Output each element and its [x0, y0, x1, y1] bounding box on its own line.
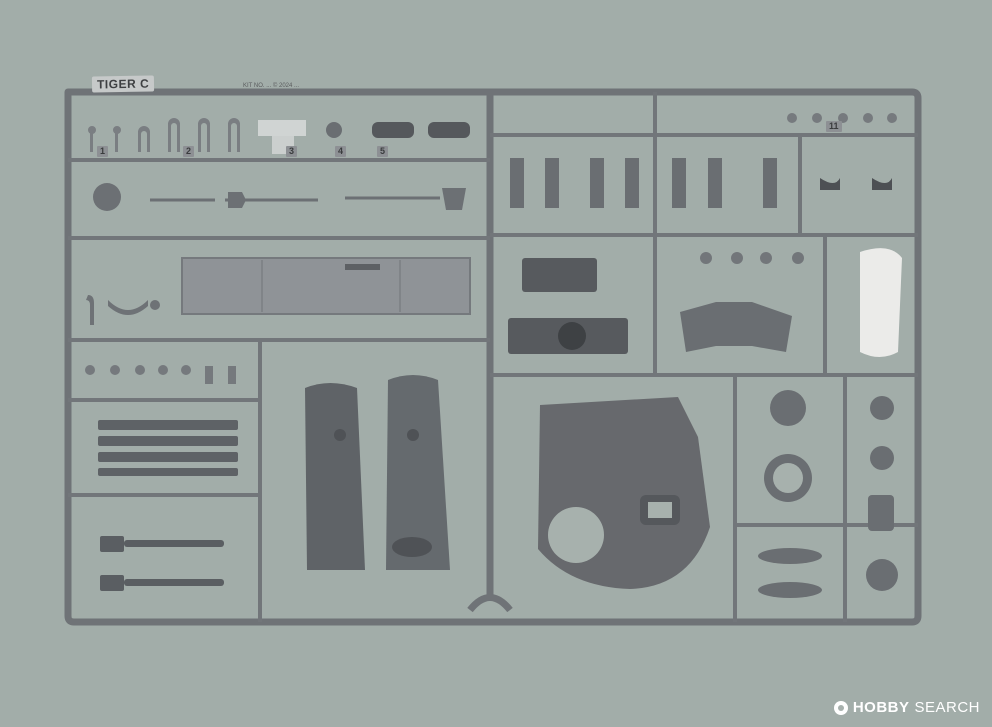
- copyright-text: KIT NO. ... © 2024 ...: [243, 83, 299, 89]
- small-pins: [88, 118, 240, 152]
- part-number-label: 1: [97, 146, 109, 157]
- hobby-search-watermark: HOBBY SEARCH: [833, 699, 980, 716]
- part-number-label: 3: [286, 146, 298, 157]
- clear-part-top: [258, 120, 306, 136]
- mantlet-halves: [305, 375, 450, 570]
- track-links: [98, 420, 238, 476]
- part-number-label: 11: [826, 121, 842, 132]
- watermark-brand: HOBBY: [852, 699, 910, 716]
- turret-face: [538, 397, 710, 589]
- part-number-label: 2: [183, 146, 195, 157]
- clear-armor-part: [860, 248, 902, 357]
- watermark-suffix: SEARCH: [914, 699, 980, 716]
- sprue-runners: [68, 92, 918, 622]
- kit-logo-stamp: TIGER C: [91, 75, 155, 93]
- part-number-label: 4: [335, 146, 347, 157]
- hobby-search-logo-icon: [833, 700, 848, 715]
- hull-plate: [181, 257, 471, 315]
- sprue-frame: [64, 88, 922, 626]
- part-number-label: 5: [377, 146, 389, 157]
